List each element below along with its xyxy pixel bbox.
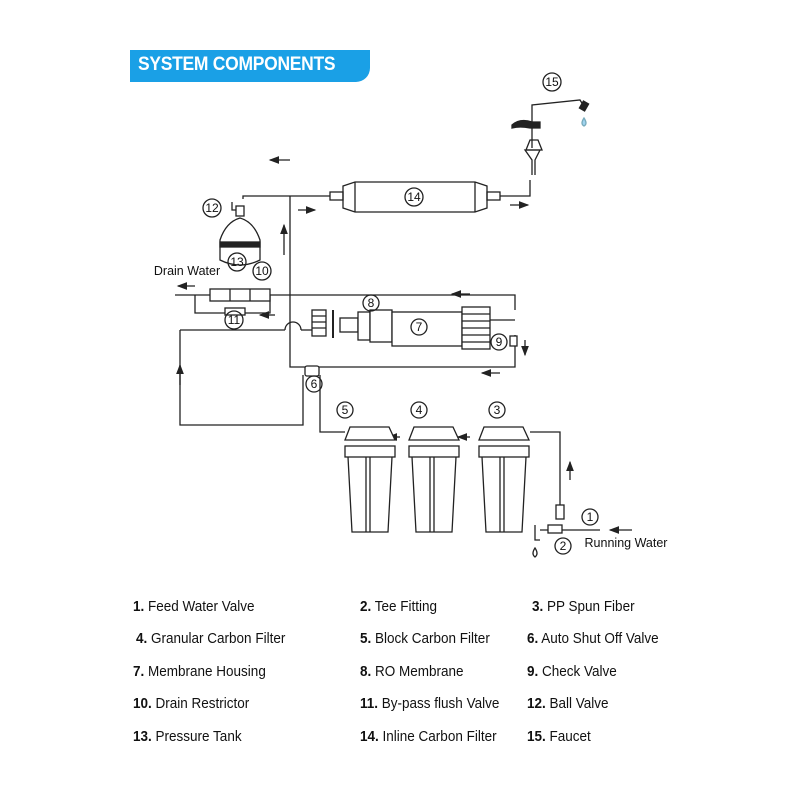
svg-text:15: 15 (545, 75, 559, 89)
svg-text:6: 6 (311, 377, 318, 391)
svg-text:5: 5 (342, 403, 349, 417)
faucet (511, 99, 590, 175)
svg-text:3: 3 (494, 403, 501, 417)
running-water-label: Running Water (585, 536, 668, 550)
drain-restrictor (209, 288, 271, 302)
svg-text:10: 10 (255, 264, 269, 278)
svg-text:1: 1 (587, 510, 594, 524)
svg-text:13: 13 (230, 255, 244, 269)
inline-carbon-filter (329, 181, 501, 213)
flow-arrows (176, 156, 632, 534)
auto-shutoff-valve (304, 365, 320, 377)
section-title: SYSTEM COMPONENTS (138, 54, 336, 75)
svg-text:9: 9 (496, 335, 503, 349)
svg-text:4: 4 (416, 403, 423, 417)
svg-text:7: 7 (416, 320, 423, 334)
svg-text:14: 14 (407, 190, 421, 204)
feed-water-valve (532, 504, 600, 558)
water-drop-icon (581, 116, 587, 127)
callouts (202, 72, 599, 555)
svg-text:12: 12 (205, 201, 219, 215)
section-header: SYSTEM COMPONENTS (130, 50, 370, 82)
pressure-tank (219, 202, 261, 266)
drain-water-label: Drain Water (154, 264, 220, 278)
membrane-housing (311, 306, 518, 350)
svg-text:8: 8 (368, 296, 375, 310)
svg-text:2: 2 (560, 539, 567, 553)
svg-text:11: 11 (228, 313, 241, 327)
filter-housings (344, 426, 531, 533)
